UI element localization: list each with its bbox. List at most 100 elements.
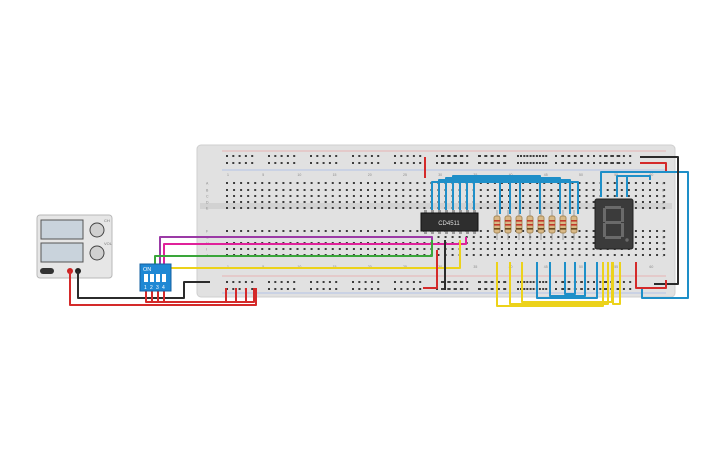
breadboard-hole xyxy=(564,189,567,191)
chip-pin xyxy=(459,210,462,213)
breadboard-hole xyxy=(620,254,623,256)
breadboard-hole xyxy=(618,162,621,164)
resistor[interactable] xyxy=(537,210,545,240)
breadboard-hole xyxy=(543,242,546,244)
breadboard-hole xyxy=(605,155,608,157)
breadboard-hole xyxy=(377,155,380,157)
breadboard-hole xyxy=(395,182,398,184)
breadboard-hole xyxy=(564,248,567,250)
breadboard-hole xyxy=(400,162,403,164)
breadboard-hole xyxy=(564,236,567,238)
breadboard-hole xyxy=(367,201,369,203)
resistor[interactable] xyxy=(515,210,523,240)
breadboard-hole xyxy=(580,162,583,164)
breadboard-hole xyxy=(240,189,243,191)
breadboard-hole xyxy=(578,230,581,232)
breadboard-hole xyxy=(493,248,496,250)
power-switch[interactable] xyxy=(40,268,54,274)
breadboard-hole xyxy=(592,189,595,191)
breadboard-hole xyxy=(497,162,500,164)
breadboard-hole xyxy=(536,189,539,191)
breadboard-hole xyxy=(441,288,443,290)
breadboard-hole xyxy=(286,288,289,290)
breadboard-hole xyxy=(289,195,292,197)
dip-toggle[interactable] xyxy=(144,274,148,282)
resistor[interactable] xyxy=(504,210,512,240)
breadboard-hole xyxy=(585,201,588,203)
chip-pin xyxy=(431,231,434,234)
breadboard-hole xyxy=(261,248,264,250)
breadboard-hole xyxy=(522,189,525,191)
breadboard-hole xyxy=(465,254,468,256)
breadboard-hole xyxy=(345,207,348,209)
breadboard-hole xyxy=(542,162,545,164)
breadboard-hole xyxy=(226,155,228,157)
breadboard-hole xyxy=(388,207,391,209)
breadboard-hole xyxy=(268,207,271,209)
chip-pin xyxy=(424,231,427,234)
breadboard-hole xyxy=(402,195,405,197)
breadboard-hole xyxy=(447,288,450,290)
breadboard-hole xyxy=(520,162,522,164)
breadboard-hole xyxy=(557,248,560,250)
resistor[interactable] xyxy=(493,210,501,240)
breadboard-hole xyxy=(526,155,529,157)
breadboard-hole xyxy=(571,254,574,256)
breadboard-hole xyxy=(573,155,576,157)
breadboard-hole xyxy=(352,230,355,232)
breadboard-hole xyxy=(451,254,454,256)
breadboard-hole xyxy=(303,189,306,191)
breadboard-hole xyxy=(599,254,602,256)
resistor[interactable] xyxy=(570,210,578,240)
dip-toggle[interactable] xyxy=(156,274,160,282)
breadboard-hole xyxy=(486,189,489,191)
breadboard-hole xyxy=(367,230,369,232)
breadboard-hole xyxy=(328,281,331,283)
breadboard-hole xyxy=(561,288,564,290)
breadboard-hole xyxy=(338,248,341,250)
breadboard-hole xyxy=(268,230,271,232)
dip-switch[interactable]: ON 1 2 3 4 xyxy=(139,263,172,292)
breadboard-hole xyxy=(423,201,426,203)
breadboard-hole xyxy=(523,281,526,283)
dip-toggle[interactable] xyxy=(162,274,166,282)
breadboard-hole xyxy=(381,248,384,250)
power-supply[interactable]: CH VOL xyxy=(36,214,113,279)
breadboard-hole xyxy=(282,189,285,191)
breadboard-hole xyxy=(402,182,405,184)
breadboard-hole xyxy=(324,230,327,232)
wire-blue xyxy=(600,171,689,299)
breadboard-hole xyxy=(593,288,595,290)
dip-toggle[interactable] xyxy=(150,274,154,282)
breadboard-hole xyxy=(606,254,609,256)
chip-pin xyxy=(445,210,448,213)
dip-number: 4 xyxy=(162,285,165,291)
breadboard-hole xyxy=(627,182,630,184)
breadboard-hole xyxy=(485,162,488,164)
breadboard-hole xyxy=(578,207,581,209)
breadboard-hole xyxy=(550,236,553,238)
breadboard-hole xyxy=(286,162,289,164)
breadboard-hole xyxy=(282,207,285,209)
breadboard-hole xyxy=(324,207,327,209)
resistor[interactable] xyxy=(548,210,556,240)
breadboard-hole xyxy=(627,254,630,256)
breadboard-hole xyxy=(592,242,595,244)
breadboard-hole xyxy=(436,155,438,157)
knob-icon[interactable] xyxy=(89,245,105,261)
resistor[interactable] xyxy=(526,210,534,240)
seven-segment-display[interactable] xyxy=(594,198,634,250)
resistor[interactable] xyxy=(559,210,567,240)
decoder-chip[interactable]: CD4511 xyxy=(420,210,479,234)
breadboard-hole xyxy=(335,155,338,157)
breadboard-hole xyxy=(423,189,426,191)
breadboard-hole xyxy=(453,288,456,290)
knob-icon[interactable] xyxy=(89,222,105,238)
breadboard-hole xyxy=(634,195,637,197)
breadboard-hole xyxy=(535,155,538,157)
chip-pin xyxy=(452,231,455,234)
breadboard-hole xyxy=(226,162,228,164)
breadboard-hole xyxy=(358,281,361,283)
wires xyxy=(69,156,689,307)
breadboard-hole xyxy=(585,230,588,232)
